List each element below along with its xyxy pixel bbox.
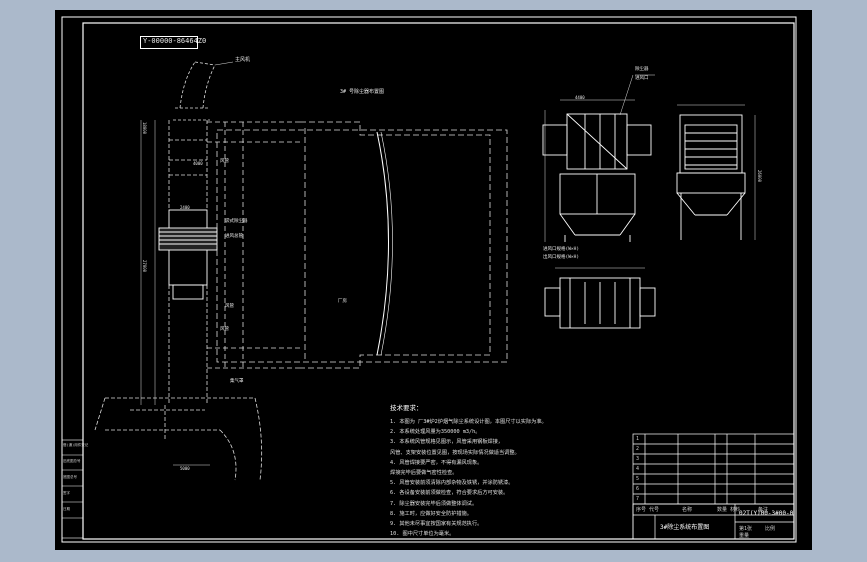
label-inlet-spec: 进风口规格(W×H) [543, 247, 580, 252]
tb-header: 备注 [758, 507, 769, 513]
tb-row: 5 [636, 476, 640, 482]
note-line: 4. 风管焊接要严密，不得有漏风现象。 [390, 459, 483, 466]
dim-7: 5000 [180, 466, 190, 471]
dim-1: 18000 [142, 122, 147, 135]
strip-cell: 底图总号 [63, 475, 77, 479]
note-line: 9. 其他未尽事宜按国家有关规范执行。 [390, 520, 483, 527]
tb-header: 序号 [636, 507, 647, 513]
strip-cell: 签字 [63, 491, 70, 495]
label-building: 厂房 [338, 299, 347, 304]
label-inlet-pipe: 进风总管 [225, 234, 243, 239]
sheet-border-inner [82, 22, 795, 540]
tb-row: 1 [636, 436, 640, 442]
dim-6: 26000 [757, 170, 762, 183]
weight-label: 重量 [739, 533, 750, 539]
tb-row: 7 [636, 496, 640, 502]
note-line: 5. 风管安装前须清除内部杂物及铁锈，并涂防锈漆。 [390, 480, 514, 487]
notes-heading: 技术要求： [390, 404, 423, 412]
tb-header: 名称 [682, 507, 693, 513]
tb-row: 3 [636, 456, 640, 462]
building-outline [216, 121, 508, 369]
label-hood: 集气罩 [230, 379, 244, 384]
layout-title: 3# 号除尘器布置图 [340, 89, 385, 95]
tb-row: 2 [636, 446, 640, 452]
technical-notes: 技术要求： 1. 本图为 厂3#炉2炉烟气除尘系统设计图，本图尺寸以实际为准。 … [390, 402, 680, 540]
strip-cell: 旧底图总号 [63, 459, 81, 463]
label-main-fan: 主风机 [235, 57, 251, 63]
left-strip [61, 439, 84, 539]
dust-collector-plan [544, 277, 656, 329]
cad-drawing [61, 16, 797, 543]
label-pipe3: 风管 [220, 327, 229, 332]
sheet-number: 第1张 [739, 526, 753, 532]
dim-5: 4400 [575, 95, 585, 100]
strip-cell: 日期 [63, 507, 70, 511]
label-dust-collector: 袋式除尘器 [225, 219, 248, 224]
label-section-title1: 除尘器 [635, 67, 649, 72]
tb-header: 数量 [717, 507, 728, 513]
drawing-number: 02T(Y)00-3#00-0 [739, 510, 794, 517]
scale-label: 比例 [765, 526, 776, 532]
strip-cell: 借(通)用件登记 [63, 443, 89, 447]
note-line: 3. 本系统风管规格见图示，风管采用钢板焊接， [390, 439, 504, 446]
note-line: 2. 本系统处理风量为350000 m3/h。 [390, 429, 481, 436]
leader-fan [214, 61, 234, 66]
dim-4: 2400 [180, 205, 190, 210]
building-arc [376, 131, 389, 356]
label-pipe1: 风管 [220, 159, 229, 164]
drawing-viewport[interactable]: Y-00000-86464Z0 3# 号除尘器布置图 主风机 风管 袋式除尘器 … [55, 10, 812, 550]
dust-collector-elevation [542, 113, 652, 242]
bottom-inlet [94, 397, 263, 481]
drawing-name: 3#除尘系统布置图 [660, 524, 710, 531]
dim-3: 27000 [142, 260, 147, 273]
dust-collector-side-view [676, 114, 746, 240]
tb-header: 代号 [649, 507, 660, 513]
note-line: 7. 除尘器安装完毕后须做整体调试。 [390, 500, 478, 507]
sheet-border-outer [61, 16, 797, 543]
note-line: 焊接完毕后要做气密性检查。 [390, 469, 458, 476]
horizontal-ducts [207, 121, 300, 369]
tb-row: 4 [636, 466, 640, 472]
title-block [632, 433, 795, 540]
note-line: 6. 各设备安装前须做检查，符合要求后方可安装。 [390, 490, 509, 497]
fan-pipe [173, 61, 216, 121]
vertical-duct [168, 120, 208, 405]
note-line: 10. 图中尺寸单位为毫米。 [390, 531, 455, 538]
note-line: 1. 本图为 厂3#炉2炉烟气除尘系统设计图，本图尺寸以实际为准。 [390, 419, 547, 425]
label-outlet-spec: 出风口规格(W×H) [543, 255, 580, 260]
tb-header: 材料 [730, 507, 741, 513]
tb-row: 6 [636, 486, 640, 492]
dust-collector-side [158, 209, 218, 300]
note-line: 8. 施工时，应做好安全防护措施。 [390, 510, 472, 517]
drawing-code-box [140, 36, 198, 49]
dim-2: 4000 [193, 161, 203, 166]
label-pipe2: 风管 [225, 304, 234, 309]
note-line: 风管、支架安装位置见图，按现场实际情况做适当调整。 [390, 449, 520, 456]
label-section-title2: 进风口 [635, 76, 649, 81]
drawing-code: Y-00000-86464Z0 [143, 37, 207, 45]
